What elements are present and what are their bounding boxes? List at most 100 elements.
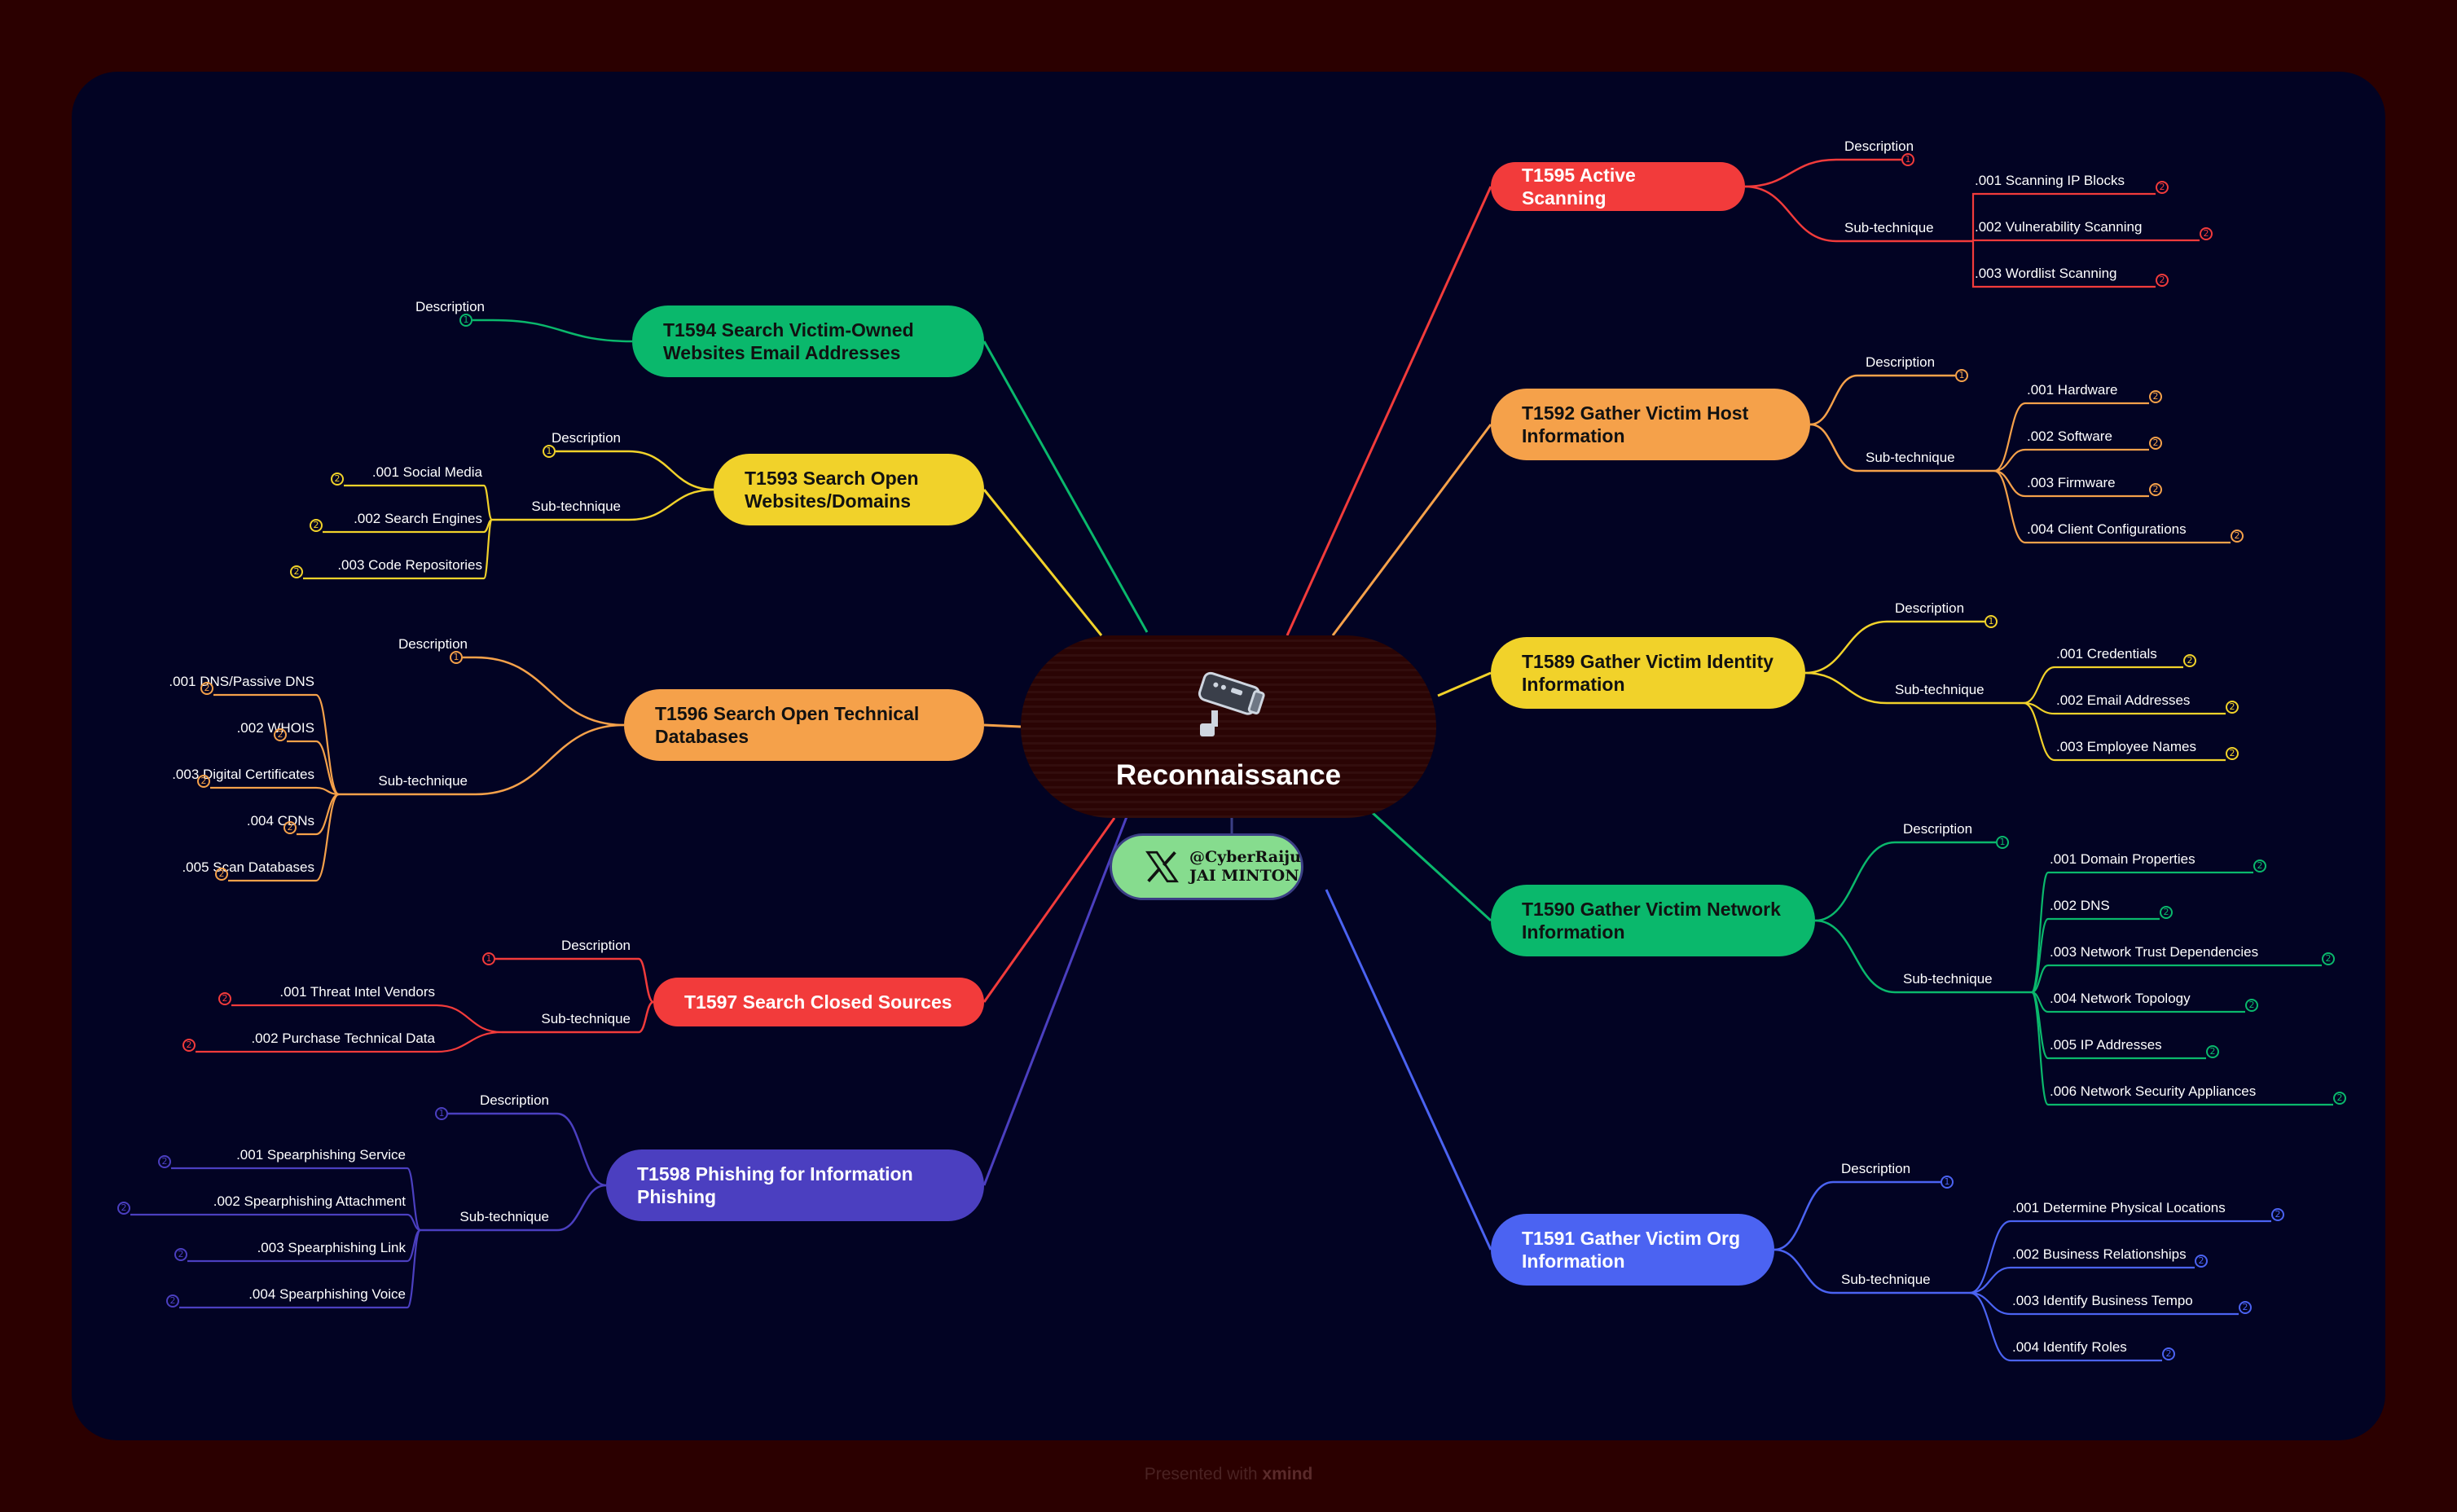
subtechnique-item[interactable]: .002 Software xyxy=(2027,429,2112,444)
subtechnique-item[interactable]: .001 Spearphishing Service xyxy=(236,1147,406,1163)
subtechnique-count-badge[interactable]: 2 xyxy=(331,472,344,486)
description-label[interactable]: Description xyxy=(551,430,621,446)
topic-t1593[interactable]: T1593 Search Open Websites/Domains xyxy=(714,454,984,525)
subtechnique-label[interactable]: Sub-technique xyxy=(531,499,621,514)
subtechnique-count-badge[interactable]: 2 xyxy=(166,1294,179,1308)
subtechnique-item[interactable]: .001 Threat Intel Vendors xyxy=(279,984,435,1000)
subtechnique-count-badge[interactable]: 2 xyxy=(2160,906,2173,919)
subtechnique-count-badge[interactable]: 2 xyxy=(197,775,210,788)
subtechnique-item[interactable]: .004 Network Topology xyxy=(2050,991,2191,1006)
description-count-badge[interactable]: 1 xyxy=(1955,369,1968,382)
subtechnique-count-badge[interactable]: 2 xyxy=(310,519,323,532)
subtechnique-item[interactable]: .003 Identify Business Tempo xyxy=(2012,1293,2193,1308)
description-count-badge[interactable]: 1 xyxy=(450,651,463,664)
subtechnique-count-badge[interactable]: 2 xyxy=(2183,654,2196,667)
subtechnique-item[interactable]: .003 Network Trust Dependencies xyxy=(2050,944,2259,960)
author-badge[interactable]: @CyberRaiju JAI MINTON xyxy=(1110,833,1303,900)
topic-t1590[interactable]: T1590 Gather Victim Network Information xyxy=(1491,885,1815,956)
subtechnique-item[interactable]: .005 Scan Databases xyxy=(182,859,314,875)
description-count-badge[interactable]: 1 xyxy=(435,1107,448,1120)
description-count-badge[interactable]: 1 xyxy=(1941,1176,1954,1189)
subtechnique-count-badge[interactable]: 2 xyxy=(2156,274,2169,287)
subtechnique-count-badge[interactable]: 2 xyxy=(174,1248,187,1261)
subtechnique-item[interactable]: .003 Firmware xyxy=(2027,475,2116,490)
topic-t1592[interactable]: T1592 Gather Victim Host Information xyxy=(1491,389,1810,460)
subtechnique-item[interactable]: .002 Vulnerability Scanning xyxy=(1975,219,2143,235)
subtechnique-item[interactable]: .004 Spearphishing Voice xyxy=(248,1286,406,1302)
description-count-badge[interactable]: 1 xyxy=(543,445,556,458)
subtechnique-count-badge[interactable]: 2 xyxy=(117,1202,130,1215)
description-label[interactable]: Description xyxy=(479,1092,549,1108)
subtechnique-count-badge[interactable]: 2 xyxy=(290,565,303,578)
subtechnique-item[interactable]: .002 Purchase Technical Data xyxy=(251,1031,435,1046)
topic-t1591[interactable]: T1591 Gather Victim Org Information xyxy=(1491,1214,1774,1286)
subtechnique-item[interactable]: .001 Hardware xyxy=(2027,382,2118,398)
subtechnique-count-badge[interactable]: 2 xyxy=(284,821,297,834)
subtechnique-count-badge[interactable]: 2 xyxy=(218,992,231,1005)
subtechnique-label[interactable]: Sub-technique xyxy=(1895,682,1984,697)
description-label[interactable]: Description xyxy=(1903,821,1973,837)
subtechnique-item[interactable]: .002 DNS xyxy=(2050,898,2110,913)
central-topic[interactable]: Reconnaissance xyxy=(1021,635,1436,818)
topic-t1598[interactable]: T1598 Phishing for Information Phishing xyxy=(606,1149,984,1221)
subtechnique-label[interactable]: Sub-technique xyxy=(1841,1272,1931,1287)
description-count-badge[interactable]: 1 xyxy=(1901,153,1914,166)
description-label[interactable]: Description xyxy=(398,636,468,652)
subtechnique-item[interactable]: .003 Spearphishing Link xyxy=(257,1240,406,1255)
topic-t1594[interactable]: T1594 Search Victim-Owned Websites Email… xyxy=(632,305,984,377)
subtechnique-count-badge[interactable]: 2 xyxy=(2149,483,2162,496)
subtechnique-item[interactable]: .006 Network Security Appliances xyxy=(2050,1083,2257,1099)
subtechnique-item[interactable]: .002 Search Engines xyxy=(354,511,482,526)
description-label[interactable]: Description xyxy=(415,299,485,314)
subtechnique-count-badge[interactable]: 2 xyxy=(2195,1255,2208,1268)
subtechnique-item[interactable]: .002 WHOIS xyxy=(236,720,314,736)
description-label[interactable]: Description xyxy=(1841,1161,1911,1176)
description-count-badge[interactable]: 1 xyxy=(459,314,472,327)
subtechnique-item[interactable]: .002 Email Addresses xyxy=(2056,692,2191,708)
subtechnique-count-badge[interactable]: 2 xyxy=(2245,999,2258,1012)
subtechnique-item[interactable]: .001 Social Media xyxy=(371,464,482,480)
subtechnique-count-badge[interactable]: 2 xyxy=(2226,747,2239,760)
topic-t1597[interactable]: T1597 Search Closed Sources xyxy=(653,978,984,1026)
description-label[interactable]: Description xyxy=(560,938,631,953)
subtechnique-count-badge[interactable]: 2 xyxy=(2239,1301,2252,1314)
description-label[interactable]: Description xyxy=(1866,354,1936,370)
description-count-badge[interactable]: 1 xyxy=(1984,615,1998,628)
subtechnique-item[interactable]: .001 Determine Physical Locations xyxy=(2012,1200,2226,1215)
subtechnique-count-badge[interactable]: 2 xyxy=(215,868,228,881)
subtechnique-item[interactable]: .005 IP Addresses xyxy=(2050,1037,2162,1053)
subtechnique-item[interactable]: .002 Spearphishing Attachment xyxy=(213,1193,406,1209)
subtechnique-item[interactable]: .004 Client Configurations xyxy=(2027,521,2187,537)
subtechnique-item[interactable]: .001 Credentials xyxy=(2056,646,2157,662)
subtechnique-label[interactable]: Sub-technique xyxy=(541,1011,631,1026)
subtechnique-count-badge[interactable]: 2 xyxy=(2162,1347,2175,1360)
subtechnique-count-badge[interactable]: 2 xyxy=(2322,952,2335,965)
subtechnique-item[interactable]: .003 Code Repositories xyxy=(337,557,482,573)
subtechnique-count-badge[interactable]: 2 xyxy=(182,1039,196,1052)
subtechnique-item[interactable]: .003 Digital Certificates xyxy=(172,767,314,782)
description-label[interactable]: Description xyxy=(1844,138,1914,154)
subtechnique-item[interactable]: .002 Business Relationships xyxy=(2012,1246,2187,1262)
subtechnique-count-badge[interactable]: 2 xyxy=(274,728,287,741)
subtechnique-item[interactable]: .001 DNS/Passive DNS xyxy=(169,674,314,689)
subtechnique-label[interactable]: Sub-technique xyxy=(378,773,468,789)
subtechnique-label[interactable]: Sub-technique xyxy=(1844,220,1934,235)
subtechnique-item[interactable]: .001 Scanning IP Blocks xyxy=(1975,173,2125,188)
subtechnique-count-badge[interactable]: 2 xyxy=(2156,181,2169,194)
subtechnique-count-badge[interactable]: 2 xyxy=(2149,437,2162,450)
subtechnique-item[interactable]: .004 Identify Roles xyxy=(2012,1339,2127,1355)
subtechnique-item[interactable]: .004 CDNs xyxy=(246,813,314,829)
subtechnique-count-badge[interactable]: 2 xyxy=(2253,859,2266,872)
subtechnique-count-badge[interactable]: 2 xyxy=(158,1155,171,1168)
subtechnique-count-badge[interactable]: 2 xyxy=(2206,1045,2219,1058)
subtechnique-item[interactable]: .001 Domain Properties xyxy=(2050,851,2195,867)
subtechnique-label[interactable]: Sub-technique xyxy=(459,1209,549,1224)
subtechnique-count-badge[interactable]: 2 xyxy=(2271,1208,2284,1221)
subtechnique-item[interactable]: .003 Employee Names xyxy=(2056,739,2196,754)
subtechnique-count-badge[interactable]: 2 xyxy=(2226,701,2239,714)
description-count-badge[interactable]: 1 xyxy=(482,952,495,965)
subtechnique-count-badge[interactable]: 2 xyxy=(2149,390,2162,403)
subtechnique-count-badge[interactable]: 2 xyxy=(2231,530,2244,543)
topic-t1596[interactable]: T1596 Search Open Technical Databases xyxy=(624,689,984,761)
description-count-badge[interactable]: 1 xyxy=(1996,836,2009,849)
